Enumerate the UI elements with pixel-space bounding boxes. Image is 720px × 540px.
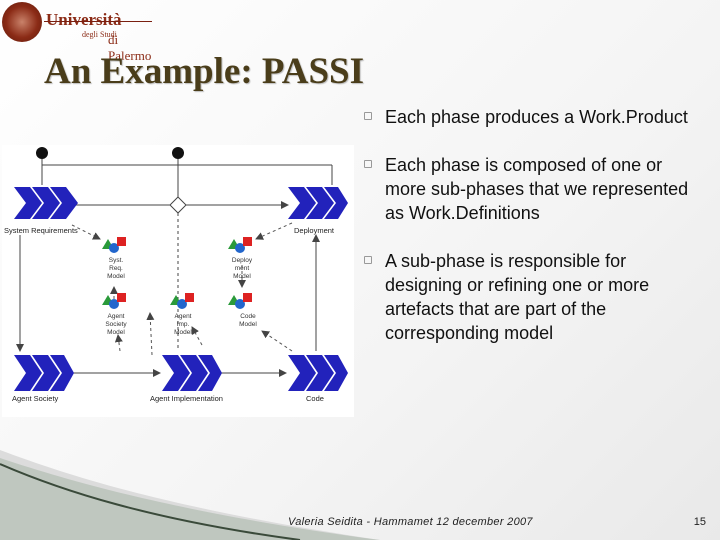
phase-label-agent-implementation: Agent Implementation — [150, 394, 223, 403]
phase-agent-implementation-icon — [162, 355, 222, 391]
bullet-marker-icon — [364, 160, 372, 168]
model-label: Agent — [108, 313, 125, 320]
product-arrow — [255, 222, 293, 240]
model-agent-society-icon — [102, 293, 126, 309]
product-arrow — [261, 330, 293, 352]
phase-code-icon — [288, 355, 348, 391]
model-label: Imp. — [177, 321, 190, 328]
bullet-list: Each phase produces a Work.Product Each … — [364, 105, 704, 369]
product-arrow — [146, 312, 155, 356]
model-label: Model — [107, 273, 125, 280]
bullet-item: A sub-phase is responsible for designing… — [364, 249, 704, 345]
logo-text-line3: di Palermo — [108, 32, 152, 63]
decorative-corner-swoosh — [0, 450, 380, 540]
model-agent-impl-icon — [170, 293, 194, 309]
model-code-icon — [228, 293, 252, 309]
passi-diagram: System Requirements Deployment Agent Soc… — [2, 145, 354, 417]
bullet-text: A sub-phase is responsible for designing… — [385, 251, 650, 343]
phase-system-requirements-icon — [14, 187, 78, 219]
logo-text-line2: degli Studi — [82, 30, 117, 39]
bullet-item: Each phase is composed of one or more su… — [364, 153, 704, 225]
model-label: Syst. — [109, 257, 124, 264]
model-label: Society — [105, 321, 127, 328]
phase-label-code: Code — [306, 394, 324, 403]
page-number: 15 — [693, 516, 706, 528]
product-arrow — [71, 224, 101, 240]
model-label: Req. — [109, 265, 123, 272]
phase-label-system-requirements: System Requirements — [4, 226, 78, 235]
model-syst-req-icon — [102, 237, 126, 253]
phase-deployment-icon — [288, 187, 348, 219]
product-arrow — [191, 326, 203, 346]
model-label: Model — [174, 329, 192, 336]
start-node-icon — [36, 147, 48, 159]
model-label: Model — [239, 321, 257, 328]
model-label: Agent — [175, 313, 192, 320]
decision-diamond-icon — [169, 196, 187, 214]
model-label: Deploy — [232, 257, 253, 264]
slide-footer: Valeria Seidita - Hammamet 12 december 2… — [288, 516, 533, 528]
bullet-marker-icon — [364, 112, 372, 120]
bullet-item: Each phase produces a Work.Product — [364, 105, 704, 129]
passi-diagram-svg: System Requirements Deployment Agent Soc… — [4, 147, 348, 403]
model-label: ment — [235, 265, 250, 272]
phase-label-agent-society: Agent Society — [12, 394, 59, 403]
phase-agent-society-icon — [14, 355, 74, 391]
model-deployment-icon — [228, 237, 252, 253]
model-label: Model — [233, 273, 251, 280]
bullet-text: Each phase is composed of one or more su… — [385, 155, 689, 223]
product-arrow — [114, 334, 123, 352]
start-node-icon — [172, 147, 184, 159]
bullet-text: Each phase produces a Work.Product — [385, 107, 688, 127]
university-seal-icon — [2, 2, 42, 42]
logo-text-line1: Università — [46, 10, 122, 29]
logo-rule — [44, 21, 152, 22]
bullet-marker-icon — [364, 256, 372, 264]
university-logo: Università degli Studi di Palermo — [0, 0, 160, 63]
model-label: Code — [240, 313, 256, 320]
phase-label-deployment: Deployment — [294, 226, 335, 235]
slide-title: An Example: PASSI — [44, 51, 365, 92]
model-label: Model — [107, 329, 125, 336]
